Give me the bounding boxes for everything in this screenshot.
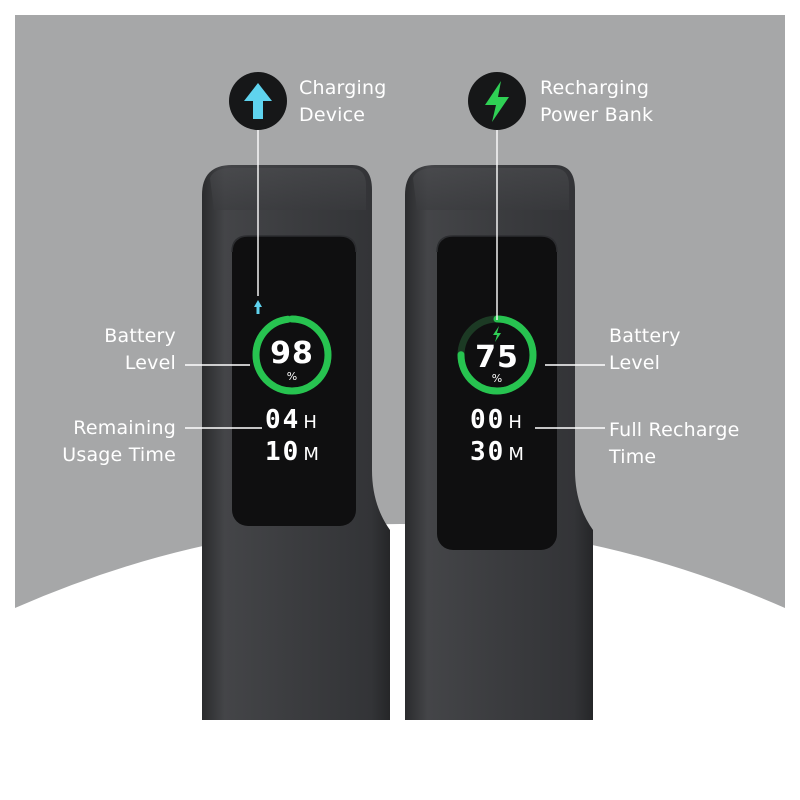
left-battery-level-label: Battery Level (104, 323, 176, 377)
left-hours-unit: H (303, 412, 317, 433)
left-battery-label-line1: Battery (104, 325, 176, 347)
left-minutes-unit: M (303, 444, 319, 465)
left-power-bank (202, 165, 390, 720)
right-battery-level-label: Battery Level (609, 323, 681, 377)
charging-device-label-line2: Device (299, 104, 366, 126)
right-screen-bolt-icon (493, 326, 501, 342)
full-recharge-label-line1: Full Recharge (609, 419, 740, 441)
right-minutes-unit: M (508, 444, 524, 465)
right-battery-label-line1: Battery (609, 325, 681, 347)
full-recharge-label-line2: Time (609, 446, 657, 468)
background-panel (15, 15, 785, 608)
recharging-label-line2: Power Bank (540, 104, 654, 126)
right-battery-label-line2: Level (609, 352, 661, 374)
right-percent-sign: % (491, 372, 503, 385)
right-minutes-value: 30 (470, 437, 506, 467)
left-minutes-value: 10 (265, 437, 301, 467)
left-hours-value: 04 (265, 405, 301, 435)
remaining-usage-time-label: Remaining Usage Time (62, 415, 176, 469)
lightning-bolt-icon (485, 81, 509, 122)
right-hours-value: 00 (470, 405, 506, 435)
remaining-label-line2: Usage Time (62, 444, 176, 466)
recharging-power-bank-label: Recharging Power Bank (540, 75, 653, 129)
right-battery-percent: 75 (475, 340, 519, 375)
full-recharge-time-label: Full Recharge Time (609, 417, 740, 471)
callout-lines (185, 130, 605, 429)
up-arrow-icon (244, 83, 272, 119)
remaining-label-line1: Remaining (73, 417, 176, 439)
left-battery-ring (252, 315, 332, 395)
left-battery-label-line2: Level (124, 352, 176, 374)
recharging-label-line1: Recharging (540, 77, 650, 99)
charging-device-badge (229, 72, 287, 130)
charging-device-label-line1: Charging (299, 77, 387, 99)
charging-device-label: Charging Device (299, 75, 386, 129)
left-percent-sign: % (286, 370, 298, 383)
left-battery-percent: 98 (270, 336, 314, 371)
right-hours-unit: H (508, 412, 522, 433)
recharging-power-bank-badge (468, 72, 526, 130)
left-screen (232, 236, 356, 526)
left-screen-arrow-icon (254, 300, 262, 314)
